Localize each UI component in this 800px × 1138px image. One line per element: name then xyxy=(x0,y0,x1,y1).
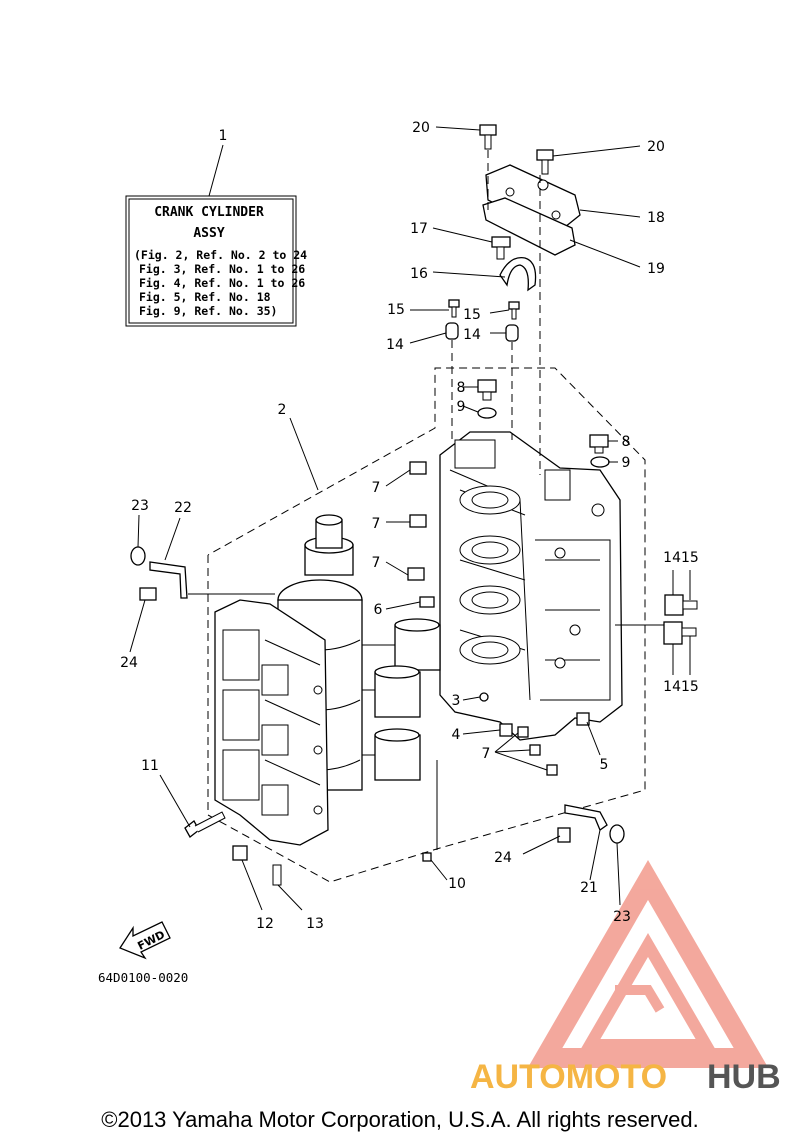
forward-arrow-icon: FWD xyxy=(119,921,171,960)
callout-22: 22 xyxy=(174,500,192,516)
leader-lines xyxy=(129,126,691,911)
callout-8-a: 8 xyxy=(457,380,466,396)
callout-24-b: 24 xyxy=(494,850,512,866)
callout-1415-a: 1415 xyxy=(663,550,699,566)
top-cover-assembly xyxy=(482,150,581,475)
callout-7-d: 7 xyxy=(482,746,491,762)
watermark-hub: HUB xyxy=(707,1058,781,1096)
callout-8-b: 8 xyxy=(622,434,631,450)
callout-10: 10 xyxy=(448,876,466,892)
info-box-subtitle: ASSY xyxy=(193,226,224,241)
callout-24-a: 24 xyxy=(120,655,138,671)
callout-7-b: 7 xyxy=(372,516,381,532)
callout-3: 3 xyxy=(452,693,461,709)
callout-5: 5 xyxy=(600,757,609,773)
watermark-automoto: AUTOMOTO xyxy=(470,1058,667,1096)
cylinder-block xyxy=(439,431,623,741)
callout-23-a: 23 xyxy=(131,498,149,514)
info-box-ref-1: (Fig. 2, Ref. No. 2 to 24 xyxy=(134,248,307,262)
diagram-code: 64D0100-0020 xyxy=(98,970,188,985)
info-box-ref-3: Fig. 4, Ref. No. 1 to 26 xyxy=(139,276,305,290)
callout-13: 13 xyxy=(306,916,324,932)
callout-1415-b: 1415 xyxy=(663,679,699,695)
copyright-notice: ©2013 Yamaha Motor Corporation, U.S.A. A… xyxy=(101,1107,698,1132)
callout-18: 18 xyxy=(647,210,665,226)
info-box: CRANK CYLINDER ASSY (Fig. 2, Ref. No. 2 … xyxy=(125,144,307,327)
info-box-ref-2: Fig. 3, Ref. No. 1 to 26 xyxy=(139,262,305,276)
callout-12: 12 xyxy=(256,916,274,932)
info-box-title: CRANK CYLINDER xyxy=(154,205,264,220)
info-box-ref-4: Fig. 5, Ref. No. 18 xyxy=(139,290,271,304)
callout-20-b: 20 xyxy=(647,139,665,155)
callout-9-b: 9 xyxy=(622,455,631,471)
callout-16: 16 xyxy=(410,266,428,282)
callout-4: 4 xyxy=(452,727,461,743)
callout-6: 6 xyxy=(374,602,383,618)
watermark-logo xyxy=(527,860,769,1068)
callout-11: 11 xyxy=(141,758,159,774)
callout-15-b: 15 xyxy=(463,307,481,323)
callout-14-b: 14 xyxy=(463,327,481,343)
callout-14-a: 14 xyxy=(386,337,404,353)
assembly-outline xyxy=(207,367,646,883)
callout-9-a: 9 xyxy=(457,399,466,415)
info-box-ref-5: Fig. 9, Ref. No. 35) xyxy=(139,304,277,318)
callout-19: 19 xyxy=(647,261,665,277)
crankcase xyxy=(214,599,329,846)
callout-17: 17 xyxy=(410,221,428,237)
watermark-text: AUTOMOTO HUB xyxy=(470,1058,781,1096)
callout-2: 2 xyxy=(278,402,287,418)
callout-labels: 1 2 3 4 5 6 7 7 7 7 8 8 9 9 10 11 12 13 … xyxy=(120,120,699,932)
callout-1: 1 xyxy=(219,128,228,144)
callout-7-a: 7 xyxy=(372,480,381,496)
callout-15-a: 15 xyxy=(387,302,405,318)
callout-23-b: 23 xyxy=(613,909,631,925)
callout-21: 21 xyxy=(580,880,598,896)
small-parts xyxy=(130,124,698,886)
callout-7-c: 7 xyxy=(372,555,381,571)
callout-20-a: 20 xyxy=(412,120,430,136)
